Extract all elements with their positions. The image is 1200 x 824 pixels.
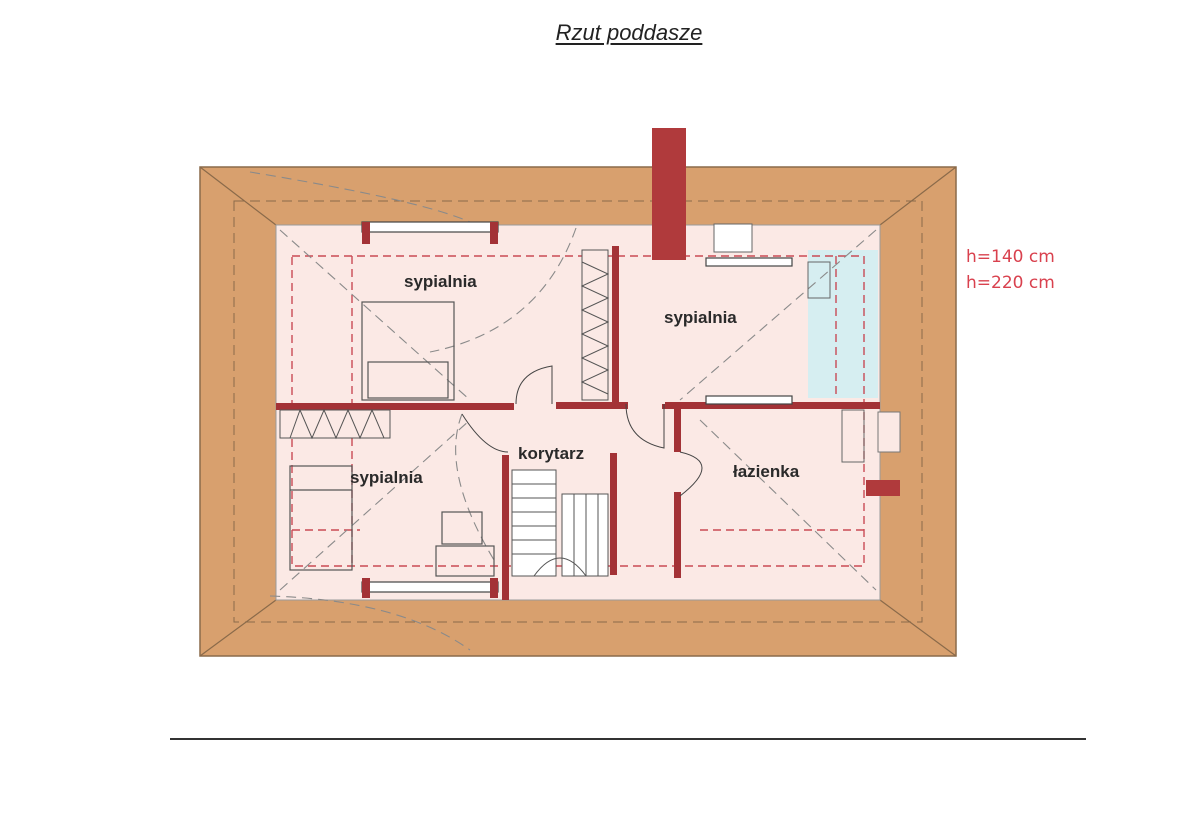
bath-fixtures [807, 261, 865, 463]
bed-bottom [289, 465, 353, 571]
room-label-bedroom-bottom-left: sypialnia [350, 468, 423, 487]
ventilation-box-right [877, 411, 901, 453]
footer-divider [170, 738, 1086, 740]
chimney-small [866, 480, 900, 496]
staircase [511, 469, 609, 577]
height-legend-140: h=140 cm [966, 247, 1055, 267]
eaves-line [233, 200, 923, 623]
room-label-corridor: korytarz [518, 444, 585, 463]
ventilation-box [713, 223, 753, 253]
desk [435, 511, 495, 577]
wardrobe-top [580, 249, 610, 401]
room-label-bathroom: łazienka [733, 462, 800, 481]
height-lines [291, 255, 865, 567]
wardrobe-bottom [279, 408, 391, 440]
bed-top [361, 301, 455, 401]
skylight [808, 250, 878, 398]
plan-title: Rzut poddasze [555, 20, 703, 45]
roof-hip-lines [199, 166, 957, 657]
door-swings [461, 365, 703, 497]
room-label-bedroom-top-left: sypialnia [404, 272, 477, 291]
chimney [652, 128, 686, 260]
window-posts [362, 222, 498, 598]
walls [276, 246, 880, 600]
room-label-bedroom-top-right: sypialnia [664, 308, 737, 327]
ridge-lines [249, 171, 877, 651]
height-legend: h=140 cm h=220 cm [966, 244, 1055, 296]
height-legend-220: h=220 cm [966, 273, 1055, 293]
